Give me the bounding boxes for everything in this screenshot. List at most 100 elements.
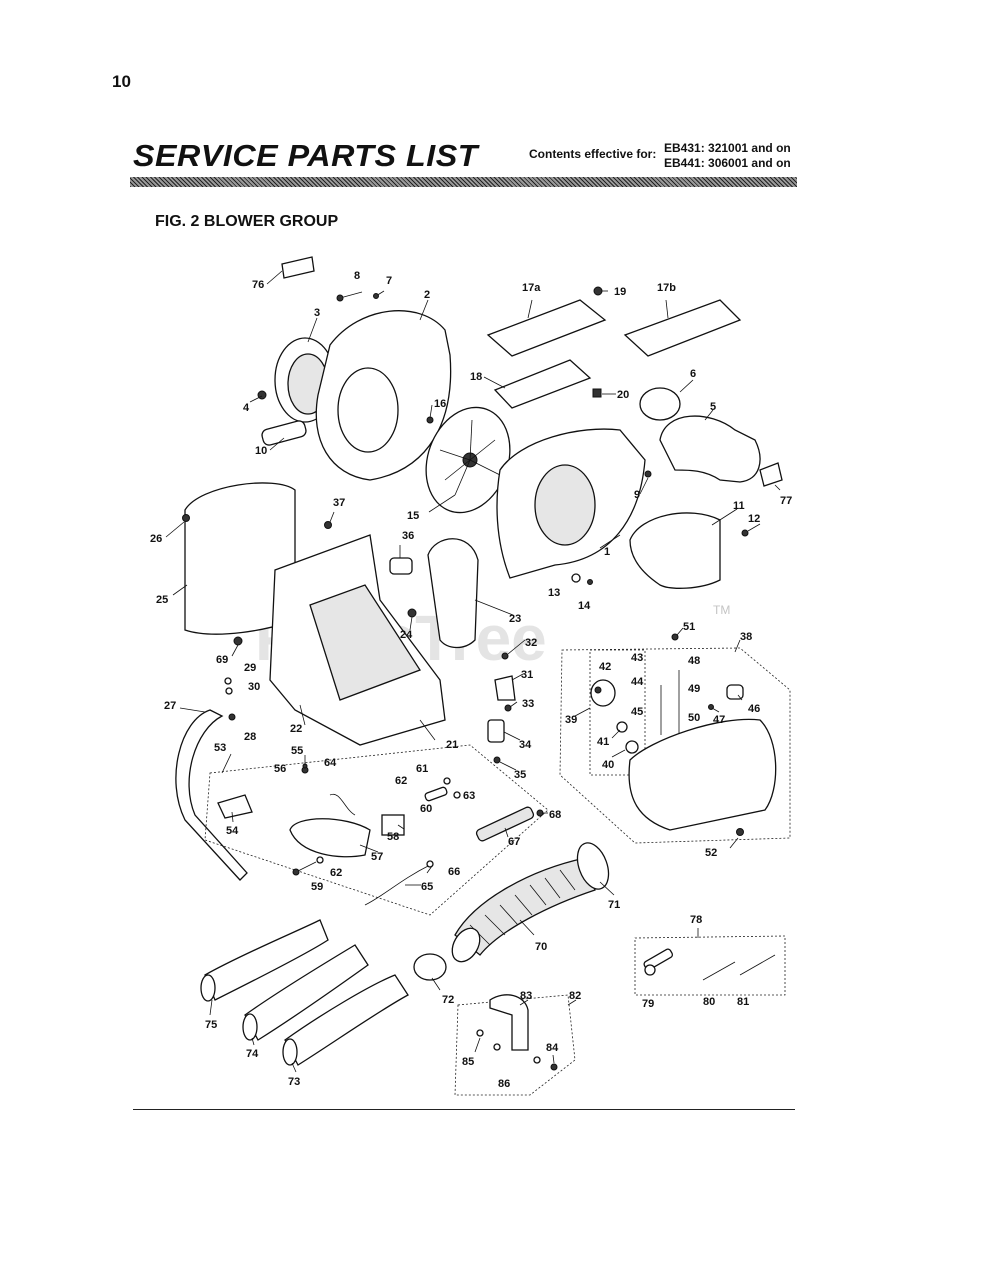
part-label: 53 — [214, 742, 226, 754]
part-label: 31 — [521, 669, 533, 681]
part-label: 73 — [288, 1076, 300, 1088]
part-label: 80 — [703, 996, 715, 1008]
part-label: 63 — [463, 790, 475, 802]
part-11-engine-cover — [629, 512, 721, 589]
part-label: 70 — [535, 941, 547, 953]
part-73-tube — [284, 974, 409, 1066]
part-label: 7 — [386, 275, 392, 287]
part-17b-cover-plate — [623, 299, 742, 357]
part-77-label — [759, 462, 783, 487]
part-58-switch — [381, 814, 405, 836]
part-label: 25 — [156, 594, 168, 606]
part-label: 76 — [252, 279, 264, 291]
part-label: 17a — [522, 282, 541, 294]
part-label: 47 — [713, 714, 725, 726]
part-label: 67 — [508, 836, 520, 848]
part-label: 61 — [416, 763, 428, 775]
part-label: 77 — [780, 495, 792, 507]
part-label: 44 — [631, 676, 644, 688]
part-label: 62 — [330, 867, 342, 879]
part-label: 84 — [546, 1042, 559, 1054]
part-label: 81 — [737, 996, 749, 1008]
part-label: 22 — [290, 723, 302, 735]
part-label: 43 — [631, 652, 643, 664]
group-53-throttle-assembly — [204, 744, 549, 916]
part-label: 15 — [407, 510, 419, 522]
watermark-tm: TM — [713, 603, 731, 617]
effective-line-eb431: EB431: 321001 and on — [664, 141, 791, 155]
part-label: 46 — [748, 703, 760, 715]
part-label: 78 — [690, 914, 702, 926]
part-label: 2 — [424, 289, 430, 301]
part-label: 16 — [434, 398, 446, 410]
part-label: 30 — [248, 681, 260, 693]
part-42-fuel-cap — [590, 679, 616, 707]
part-label: 27 — [164, 700, 176, 712]
part-label: 68 — [549, 809, 561, 821]
effective-line-eb441: EB441: 306001 and on — [664, 156, 791, 170]
part-label: 4 — [243, 402, 250, 414]
part-34-filter — [487, 719, 505, 743]
part-label: 60 — [420, 803, 432, 815]
part-label: 71 — [608, 899, 620, 911]
part-label: 48 — [688, 655, 700, 667]
part-83-clamp-bracket — [489, 994, 529, 1051]
part-label: 56 — [274, 763, 286, 775]
part-label: 3 — [314, 307, 320, 319]
part-label: 6 — [690, 368, 696, 380]
part-label: 58 — [387, 831, 399, 843]
part-76-label — [281, 256, 315, 279]
part-74-tube — [244, 944, 369, 1041]
part-label: 86 — [498, 1078, 510, 1090]
part-label: 39 — [565, 714, 577, 726]
part-25-back-pad — [184, 482, 296, 635]
part-10-tube — [261, 420, 307, 446]
effective-label: Contents effective for: — [529, 147, 657, 161]
group-78-tool-kit — [634, 935, 786, 996]
part-label: 83 — [520, 990, 532, 1002]
part-18-gasket — [493, 359, 592, 409]
part-label: 17b — [657, 282, 676, 294]
part-17a-cover-plate — [486, 299, 607, 357]
group-82-strap-kit — [454, 994, 576, 1096]
part-label: 38 — [740, 631, 752, 643]
part-36-mount — [389, 557, 413, 575]
part-54-lever — [217, 794, 253, 819]
figure-title: FIG. 2 BLOWER GROUP — [155, 213, 339, 230]
part-label: 8 — [354, 270, 360, 282]
title-hatch-bar — [130, 177, 797, 187]
part-label: 85 — [462, 1056, 474, 1068]
part-label: 20 — [617, 389, 629, 401]
part-57-throttle-handle — [289, 818, 371, 858]
part-label: 28 — [244, 731, 256, 743]
part-label: 33 — [522, 698, 534, 710]
part-label: 72 — [442, 994, 454, 1006]
part-label: 42 — [599, 661, 611, 673]
part-label: 59 — [311, 881, 323, 893]
part-label: 36 — [402, 530, 414, 542]
part-23-bracket — [427, 538, 479, 649]
part-38-fuel-tank-body — [628, 718, 777, 831]
part-label: 26 — [150, 533, 162, 545]
part-46-grommet — [726, 684, 744, 700]
part-label: 24 — [400, 629, 413, 641]
part-label: 55 — [291, 745, 303, 757]
part-label: 32 — [525, 637, 537, 649]
part-label: 54 — [226, 825, 239, 837]
part-label: 12 — [748, 513, 760, 525]
part-label: 75 — [205, 1019, 217, 1031]
part-label: 65 — [421, 881, 433, 893]
part-label: 50 — [688, 712, 700, 724]
part-label: 40 — [602, 759, 614, 771]
part-label: 49 — [688, 683, 700, 695]
part-label: 18 — [470, 371, 482, 383]
part-label: 64 — [324, 757, 337, 769]
part-label: 69 — [216, 654, 228, 666]
page-title: SERVICE PARTS LIST — [133, 138, 478, 173]
part-label: 82 — [569, 990, 581, 1002]
part-label: 74 — [246, 1048, 259, 1060]
part-label: 62 — [395, 775, 407, 787]
part-label: 45 — [631, 706, 643, 718]
part-72-clamp — [413, 953, 447, 981]
